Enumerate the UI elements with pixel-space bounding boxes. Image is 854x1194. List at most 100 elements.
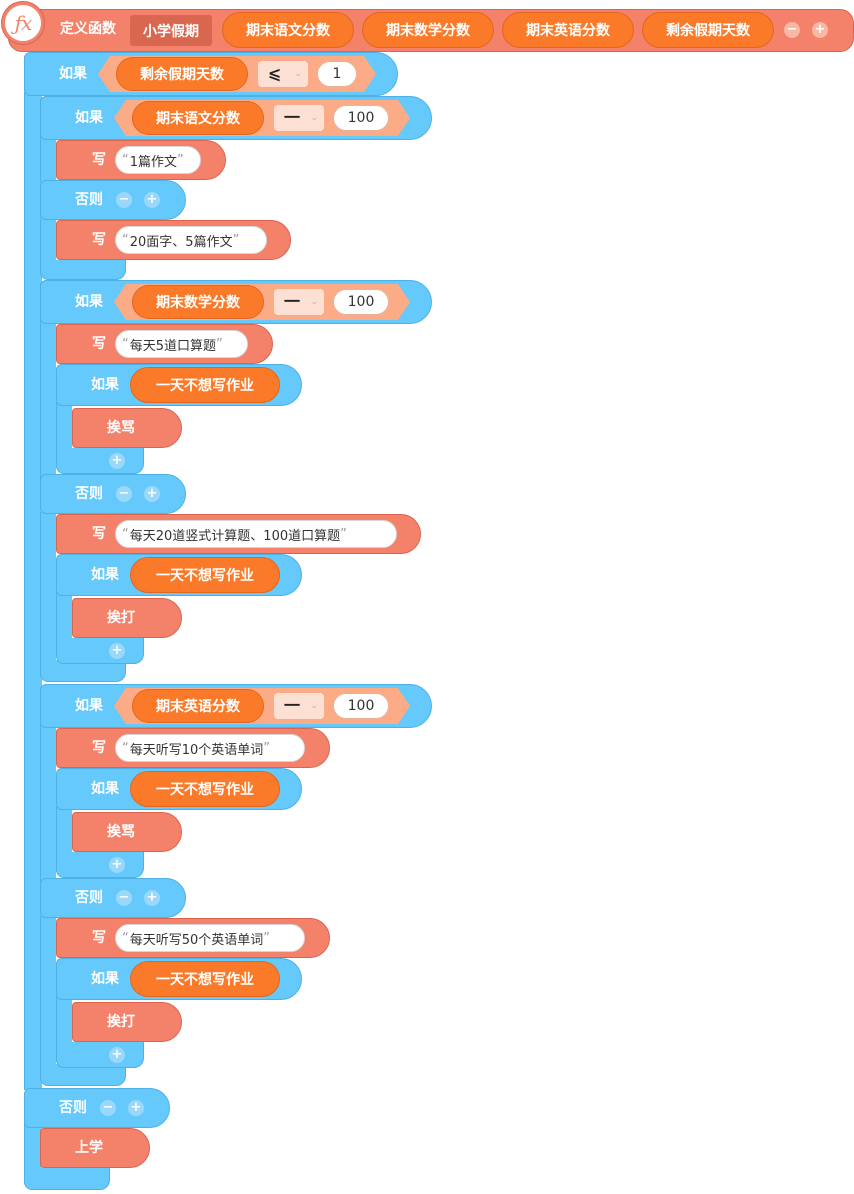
outer-cond-value[interactable]: 1 — [317, 61, 357, 87]
action-block[interactable] — [72, 812, 182, 852]
action-block[interactable] — [72, 408, 182, 448]
english-else-row[interactable] — [40, 878, 186, 918]
math-else-spine — [40, 512, 56, 664]
action-label: 上学 — [75, 1140, 103, 1156]
inner-if-spine — [56, 592, 72, 644]
write-keyword: 写 — [92, 232, 106, 248]
write-text: 1篇作文 — [129, 154, 178, 170]
inner-if-footer — [56, 638, 144, 664]
open-quote: “ — [122, 930, 129, 946]
write-text: 每天20道竖式计算题、100道口算题 — [129, 528, 341, 544]
add-else-if-button[interactable]: + — [144, 486, 160, 502]
write-text: 每天听写10个英语单词 — [129, 742, 264, 758]
param-english-score[interactable]: 期末英语分数 — [502, 12, 634, 48]
add-branch-button[interactable]: + — [109, 643, 125, 659]
inner-if-footer — [56, 448, 144, 474]
write-text-input[interactable]: “1篇作文” — [115, 146, 201, 174]
action-label: 挨骂 — [107, 420, 135, 436]
remove-else-button[interactable]: − — [116, 192, 132, 208]
action-label: 挨打 — [107, 610, 135, 626]
write-text-input[interactable]: “20面字、5篇作文” — [115, 226, 267, 254]
outer-if-footer — [24, 1168, 110, 1190]
english-if-keyword: 如果 — [75, 698, 103, 714]
chinese-cond-value[interactable]: 100 — [333, 105, 389, 131]
chinese-if-keyword: 如果 — [75, 110, 103, 126]
chinese-else-row[interactable] — [40, 180, 186, 220]
write-keyword: 写 — [92, 152, 106, 168]
else-keyword: 否则 — [59, 1100, 87, 1116]
action-block[interactable] — [40, 1128, 150, 1168]
english-cond-operator[interactable]: 一 ⌄ — [274, 693, 324, 719]
inner-if-condition[interactable]: 一天不想写作业 — [130, 961, 280, 997]
operator-symbol: 一 — [284, 696, 301, 715]
math-cond-operator[interactable]: 一 ⌄ — [274, 289, 324, 315]
outer-if-keyword: 如果 — [59, 66, 87, 82]
chinese-cond-operator[interactable]: 一 ⌄ — [274, 105, 324, 131]
inner-if-footer — [56, 1042, 144, 1068]
action-label: 挨打 — [107, 1014, 135, 1030]
math-cond-variable[interactable]: 期末数学分数 — [132, 285, 264, 319]
remove-param-button[interactable]: − — [784, 22, 800, 38]
add-branch-button[interactable]: + — [109, 1047, 125, 1063]
inner-if-keyword: 如果 — [91, 377, 119, 393]
outer-cond-operator[interactable]: ⩽ ⌄ — [258, 61, 308, 87]
remove-else-button[interactable]: − — [100, 1100, 116, 1116]
write-text: 每天5道口算题 — [129, 338, 217, 354]
outer-if-spine — [24, 92, 42, 1090]
math-cond-value[interactable]: 100 — [333, 289, 389, 315]
write-text: 每天听写50个英语单词 — [129, 932, 264, 948]
outer-else-spine — [24, 1120, 42, 1170]
math-else-row[interactable] — [40, 474, 186, 514]
close-quote: ” — [263, 740, 271, 756]
english-cond-value[interactable]: 100 — [333, 693, 389, 719]
action-block[interactable] — [72, 1002, 182, 1042]
close-quote: ” — [340, 526, 347, 542]
write-keyword: 写 — [92, 336, 106, 352]
write-text-input[interactable]: “每天听写50个英语单词” — [115, 924, 305, 952]
inner-if-condition[interactable]: 一天不想写作业 — [130, 771, 280, 807]
write-text: 20面字、5篇作文 — [129, 234, 233, 250]
open-quote: “ — [122, 232, 129, 248]
write-text-input[interactable]: “每天20道竖式计算题、100道口算题” — [115, 520, 397, 548]
action-block[interactable] — [72, 598, 182, 638]
chevron-down-icon: ⌄ — [310, 296, 318, 307]
add-else-if-button[interactable]: + — [144, 192, 160, 208]
add-param-button[interactable]: + — [812, 22, 828, 38]
outer-cond-variable[interactable]: 剩余假期天数 — [116, 57, 248, 91]
write-text-input[interactable]: “每天5道口算题” — [115, 330, 248, 358]
function-name[interactable]: 小学假期 — [130, 15, 212, 46]
inner-if-spine — [56, 996, 72, 1048]
operator-symbol: 一 — [284, 292, 301, 311]
write-keyword: 写 — [92, 740, 106, 756]
chinese-cond-variable[interactable]: 期末语文分数 — [132, 101, 264, 135]
param-math-score[interactable]: 期末数学分数 — [362, 12, 494, 48]
outer-else-row[interactable] — [24, 1088, 170, 1128]
open-quote: “ — [122, 740, 129, 756]
inner-if-condition[interactable]: 一天不想写作业 — [130, 557, 280, 593]
english-if-spine — [40, 724, 56, 884]
close-quote: ” — [216, 336, 223, 352]
chinese-if-footer — [40, 260, 126, 280]
remove-else-button[interactable]: − — [116, 486, 132, 502]
inner-if-keyword: 如果 — [91, 971, 119, 987]
add-else-if-button[interactable]: + — [144, 890, 160, 906]
chevron-down-icon: ⌄ — [310, 700, 318, 711]
close-quote: ” — [232, 232, 240, 248]
chinese-else-spine — [40, 218, 56, 264]
param-remaining-days[interactable]: 剩余假期天数 — [642, 12, 774, 48]
add-else-if-button[interactable]: + — [128, 1100, 144, 1116]
operator-symbol: ⩽ — [268, 64, 282, 83]
add-branch-button[interactable]: + — [109, 857, 125, 873]
chinese-if-spine — [40, 136, 56, 182]
add-branch-button[interactable]: + — [109, 453, 125, 469]
else-keyword: 否则 — [75, 486, 103, 502]
inner-if-condition[interactable]: 一天不想写作业 — [130, 367, 280, 403]
else-keyword: 否则 — [75, 192, 103, 208]
param-chinese-score[interactable]: 期末语文分数 — [222, 12, 354, 48]
english-if-footer — [40, 1064, 126, 1086]
write-text-input[interactable]: “每天听写10个英语单词” — [115, 734, 305, 762]
english-cond-variable[interactable]: 期末英语分数 — [132, 689, 264, 723]
remove-else-button[interactable]: − — [116, 890, 132, 906]
math-if-keyword: 如果 — [75, 294, 103, 310]
